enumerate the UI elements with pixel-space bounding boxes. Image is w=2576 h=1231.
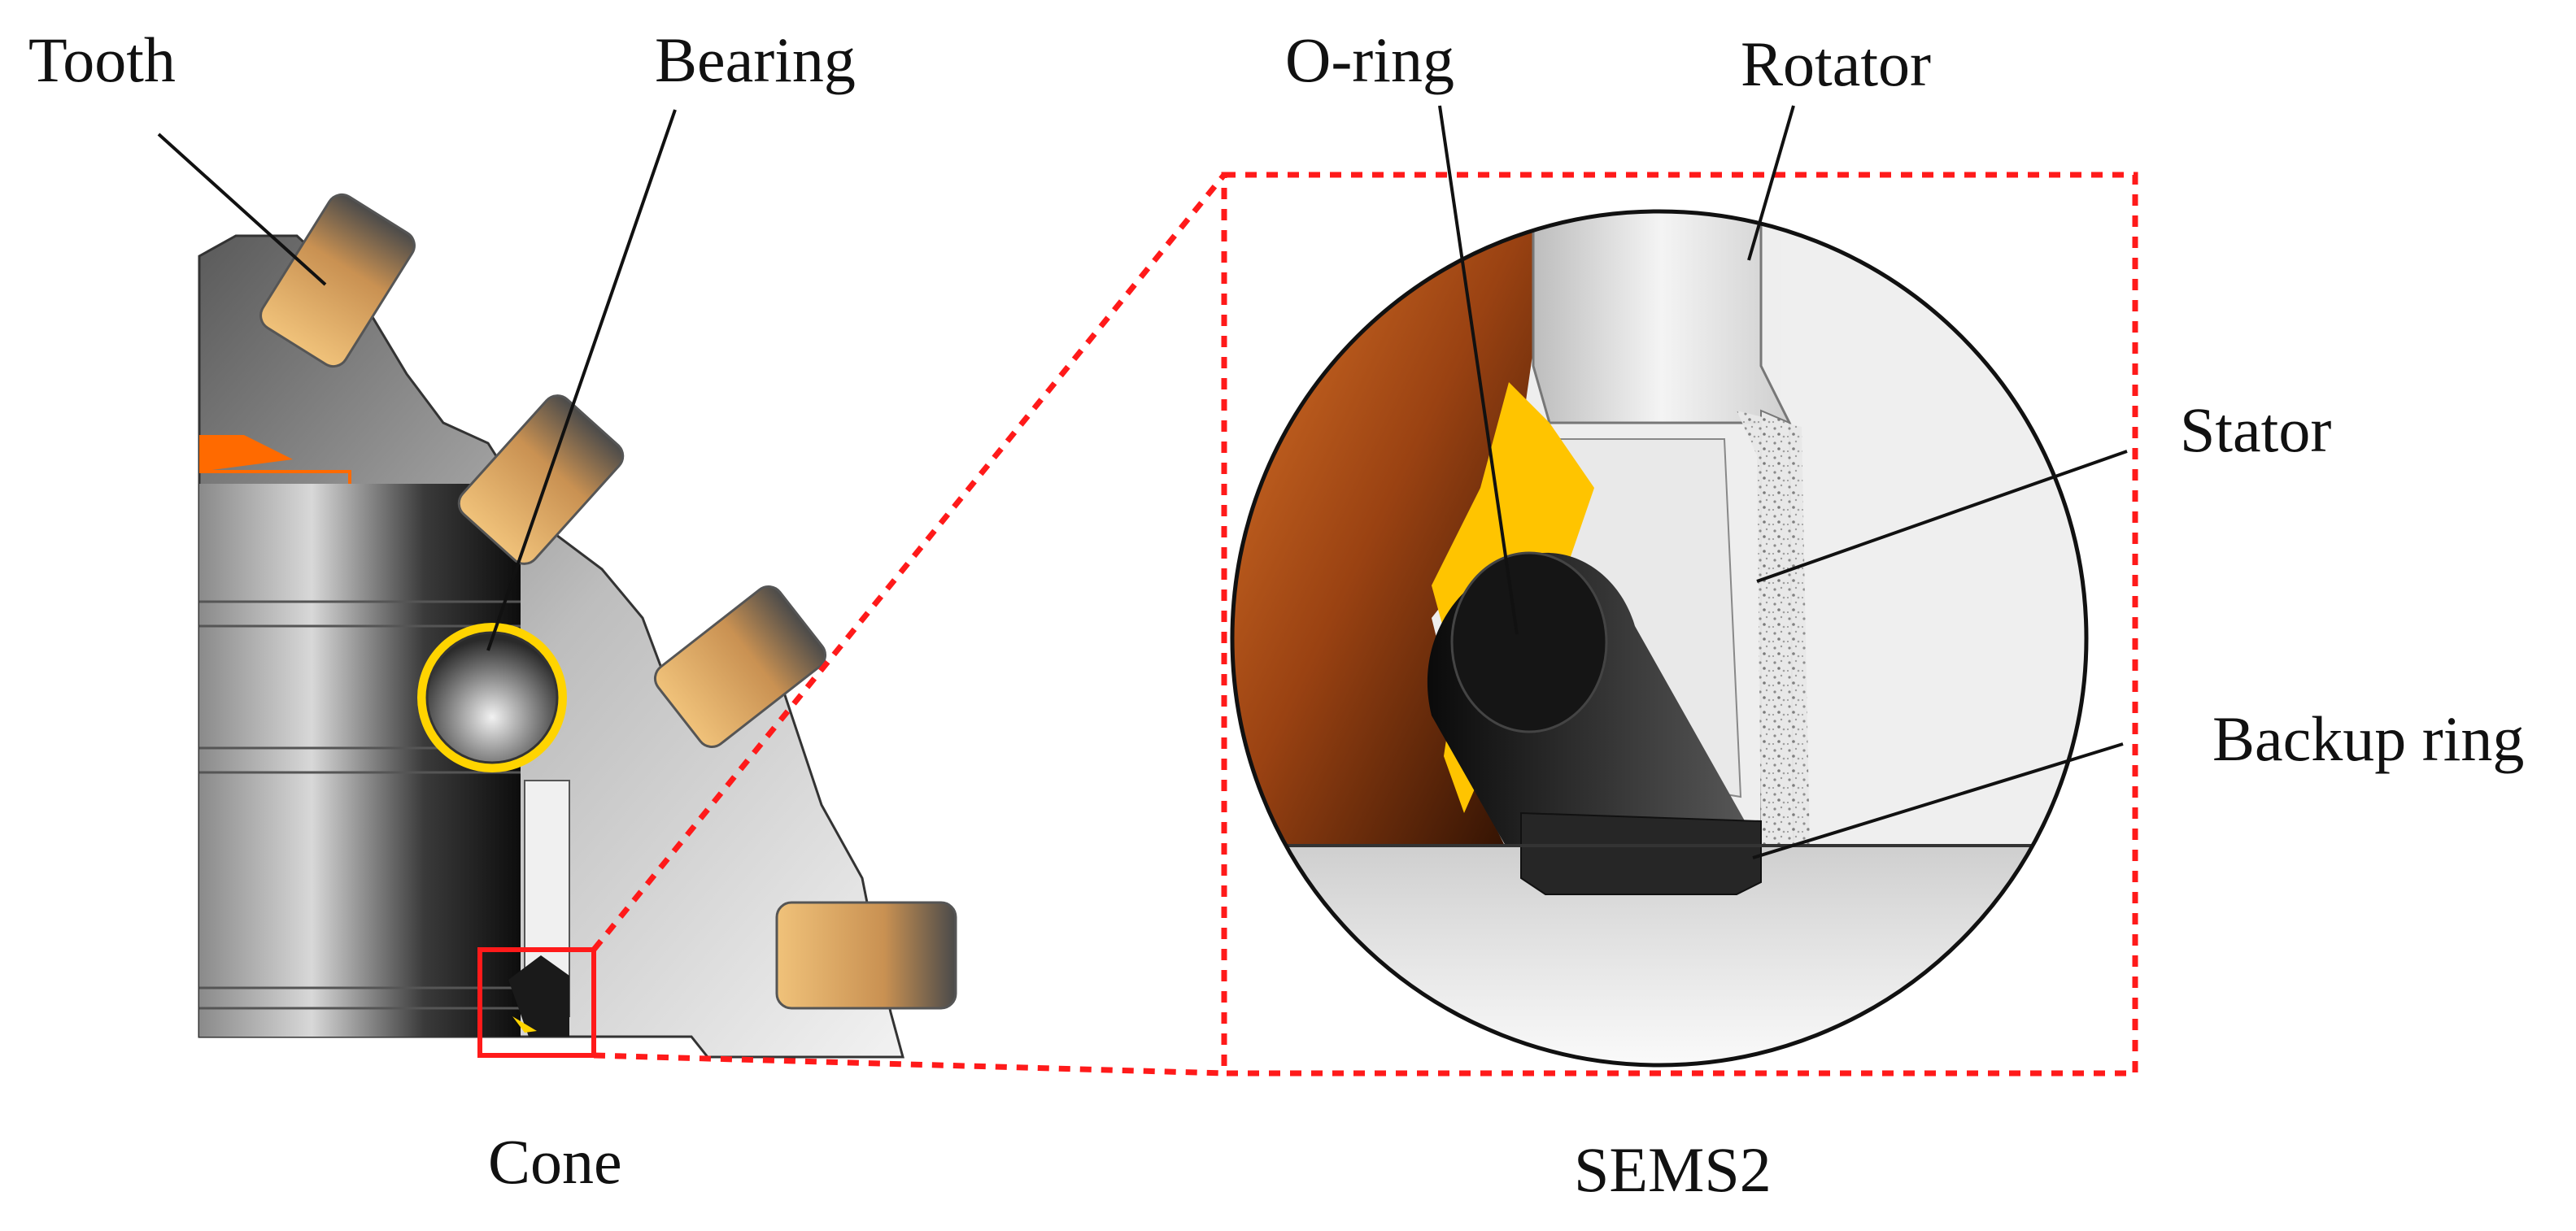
tooth-2 — [457, 394, 625, 565]
leader-stator — [1756, 450, 2128, 583]
rotator-part — [1532, 211, 1792, 424]
backup-ring-part — [1520, 811, 1762, 895]
leader-tooth — [157, 133, 327, 286]
leader-bearing — [486, 109, 677, 651]
label-stator: Stator — [2180, 394, 2331, 465]
label-tooth: Tooth — [28, 24, 176, 95]
detail-box — [477, 947, 596, 1058]
cone-assembly — [198, 193, 957, 1059]
leader-rotator — [1747, 105, 1795, 261]
shaft-grooves — [199, 600, 521, 1010]
zoom-line-bottom — [593, 1052, 1225, 1077]
label-rotator: Rotator — [1741, 28, 1931, 99]
label-bearing: Bearing — [655, 24, 856, 95]
o-ring-section — [1450, 551, 1608, 733]
leader-o-ring — [1438, 105, 1519, 635]
labels: Tooth Bearing O-ring Rotator Stator Back… — [28, 24, 2524, 1205]
stator-band — [1737, 411, 1810, 850]
tooth-4 — [775, 901, 957, 1010]
leader-backup-ring — [1752, 742, 2124, 859]
small-seal-yellow — [512, 1016, 537, 1033]
tooth-1 — [259, 193, 416, 368]
label-o-ring: O-ring — [1285, 24, 1454, 95]
label-sems2: SEMS2 — [1574, 1134, 1772, 1205]
magnifier-circle — [1230, 209, 2089, 1068]
orange-wedge — [199, 435, 293, 472]
leader-lines — [157, 105, 2128, 859]
zoom-line-top — [591, 172, 1227, 952]
zoom-indicator — [591, 172, 2138, 1077]
small-seal — [508, 955, 569, 1037]
tooth-3 — [653, 585, 827, 749]
bearing-ball — [425, 631, 559, 764]
label-backup-ring: Backup ring — [2212, 703, 2524, 774]
zoom-frame — [1221, 172, 2138, 1077]
label-cone: Cone — [488, 1126, 622, 1197]
